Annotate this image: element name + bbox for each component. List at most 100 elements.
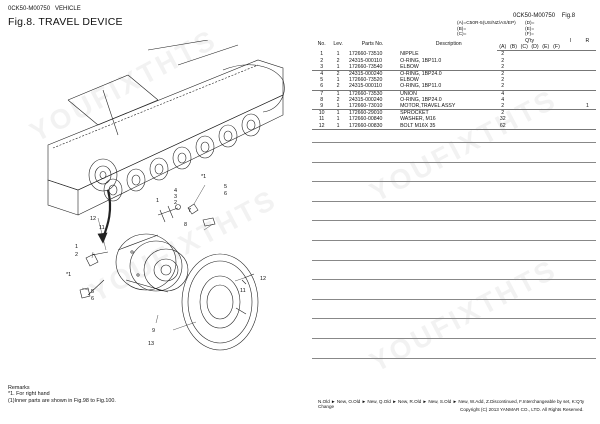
cell-description: WASHER, M16 — [400, 116, 436, 123]
cell-qty-a: 2 — [497, 83, 509, 91]
spec-a: (A)=C50R-5(US/NZ/AS/EP) — [457, 21, 516, 26]
cell-ref1 — [562, 110, 579, 117]
rule-line — [312, 181, 596, 183]
callout-9: 9 — [152, 328, 155, 334]
cell-parts-no: 24315-000240 — [348, 71, 383, 78]
cell-no: 4 — [320, 71, 324, 78]
cell-qty-e — [540, 71, 551, 78]
callout-2b: 2 — [75, 252, 78, 258]
cell-qty-e — [540, 90, 551, 97]
mounted-motor — [88, 158, 118, 192]
col-no: No. — [317, 41, 326, 48]
cell-qty-b — [508, 83, 519, 91]
cell-qty-c — [518, 103, 530, 111]
cell-qty-b — [508, 90, 519, 97]
rule-line — [312, 298, 596, 300]
rule-line — [312, 279, 596, 281]
cell-parts-no: 172660-73540 — [344, 63, 397, 71]
cell-no: 3 — [312, 63, 332, 71]
cell-parts-no: 172660-73530 — [348, 90, 383, 97]
cell-no: 9 — [312, 103, 332, 111]
cell-qty-a: 2 — [501, 110, 505, 117]
cell-lev: 2 — [336, 57, 340, 64]
cell-qty-a: 4 — [501, 90, 505, 97]
section-label: VEHICLE — [55, 6, 81, 12]
washer — [235, 307, 247, 315]
cell-qty-d — [529, 122, 541, 130]
rule-line — [312, 142, 596, 143]
col-ref1: I — [569, 38, 572, 44]
cell-no: 2 — [320, 57, 324, 64]
cell-qty-f — [551, 122, 562, 130]
cell-parts-no: 24315-000110 — [348, 57, 383, 64]
page-title: Fig.8. TRAVEL DEVICE — [8, 16, 123, 28]
cell-description: SPROCKET — [400, 110, 429, 117]
rule-line — [312, 259, 596, 261]
cell-qty-c — [518, 122, 530, 130]
cell-description: O-RING, 1BP11.0 — [396, 83, 498, 91]
cell-parts-no: 24315-000240 — [348, 96, 383, 103]
callout-8: 8 — [184, 222, 187, 228]
callout-12: 12 — [90, 216, 96, 222]
cell-qty-a: 2 — [497, 63, 509, 71]
cell-ref2 — [579, 51, 596, 58]
cell-qty-b — [508, 71, 519, 78]
doc-code-right: 0CK50-M00750 — [513, 13, 556, 19]
cell-qty-f — [551, 103, 562, 111]
cell-qty-f — [551, 90, 562, 97]
callout-star1b: *1 — [66, 272, 71, 278]
cell-description: O-RING, 1BP24.0 — [400, 96, 442, 103]
hydraulic-fittings — [79, 203, 216, 299]
callout-12b: 12 — [260, 276, 266, 282]
cell-qty-d — [529, 63, 541, 71]
cell-no: 8 — [320, 96, 324, 103]
col-qty: Q'ty — [525, 38, 535, 44]
cell-qty-d — [530, 110, 541, 117]
cell-description: ELBOW — [396, 63, 498, 71]
qty-col-c: (C) — [518, 44, 530, 52]
cell-ref2: 1 — [578, 103, 596, 111]
rule-line — [312, 357, 596, 359]
callout-6a: 6 — [224, 191, 227, 197]
cell-parts-no: 172660-73510 — [348, 51, 383, 58]
cell-qty-a: 2 — [501, 51, 505, 58]
callout-5a: 5 — [224, 184, 227, 190]
cell-parts-no: 172660-00830 — [344, 122, 397, 130]
cell-no: 6 — [312, 83, 332, 91]
cell-qty-c — [519, 110, 530, 117]
remarks-line1: *1. For right hand — [8, 391, 50, 398]
cell-qty-e — [540, 122, 552, 130]
rule-line — [312, 240, 596, 241]
callout-7: 7 — [188, 208, 191, 214]
sprocket — [181, 253, 259, 351]
cell-qty-f — [551, 51, 562, 58]
cell-qty-d — [530, 71, 541, 78]
arrow-head — [97, 232, 108, 244]
spec-b: (B)= — [457, 26, 467, 32]
cell-qty-c — [519, 51, 530, 58]
cell-qty-e — [540, 103, 552, 111]
cell-no: 7 — [320, 90, 324, 97]
cell-qty-a: 32 — [499, 116, 506, 123]
cell-ref1 — [561, 63, 579, 71]
cell-qty-b — [508, 63, 519, 71]
callout-1a: 1 — [156, 198, 159, 204]
cell-description: O-RING, 1BP11.0 — [400, 57, 442, 64]
cell-no: 11 — [318, 116, 325, 123]
callout-6b: 6 — [91, 296, 94, 302]
rule-line — [312, 338, 596, 339]
cell-parts-no: 172660-73010 — [344, 103, 397, 111]
cell-description: MOTOR,TRAVEL ASSY — [396, 103, 498, 111]
cell-no: 12 — [312, 122, 332, 130]
remarks-title: Remarks — [8, 385, 30, 391]
cell-no: 5 — [320, 77, 324, 84]
callout-2a: 2 — [174, 200, 177, 206]
